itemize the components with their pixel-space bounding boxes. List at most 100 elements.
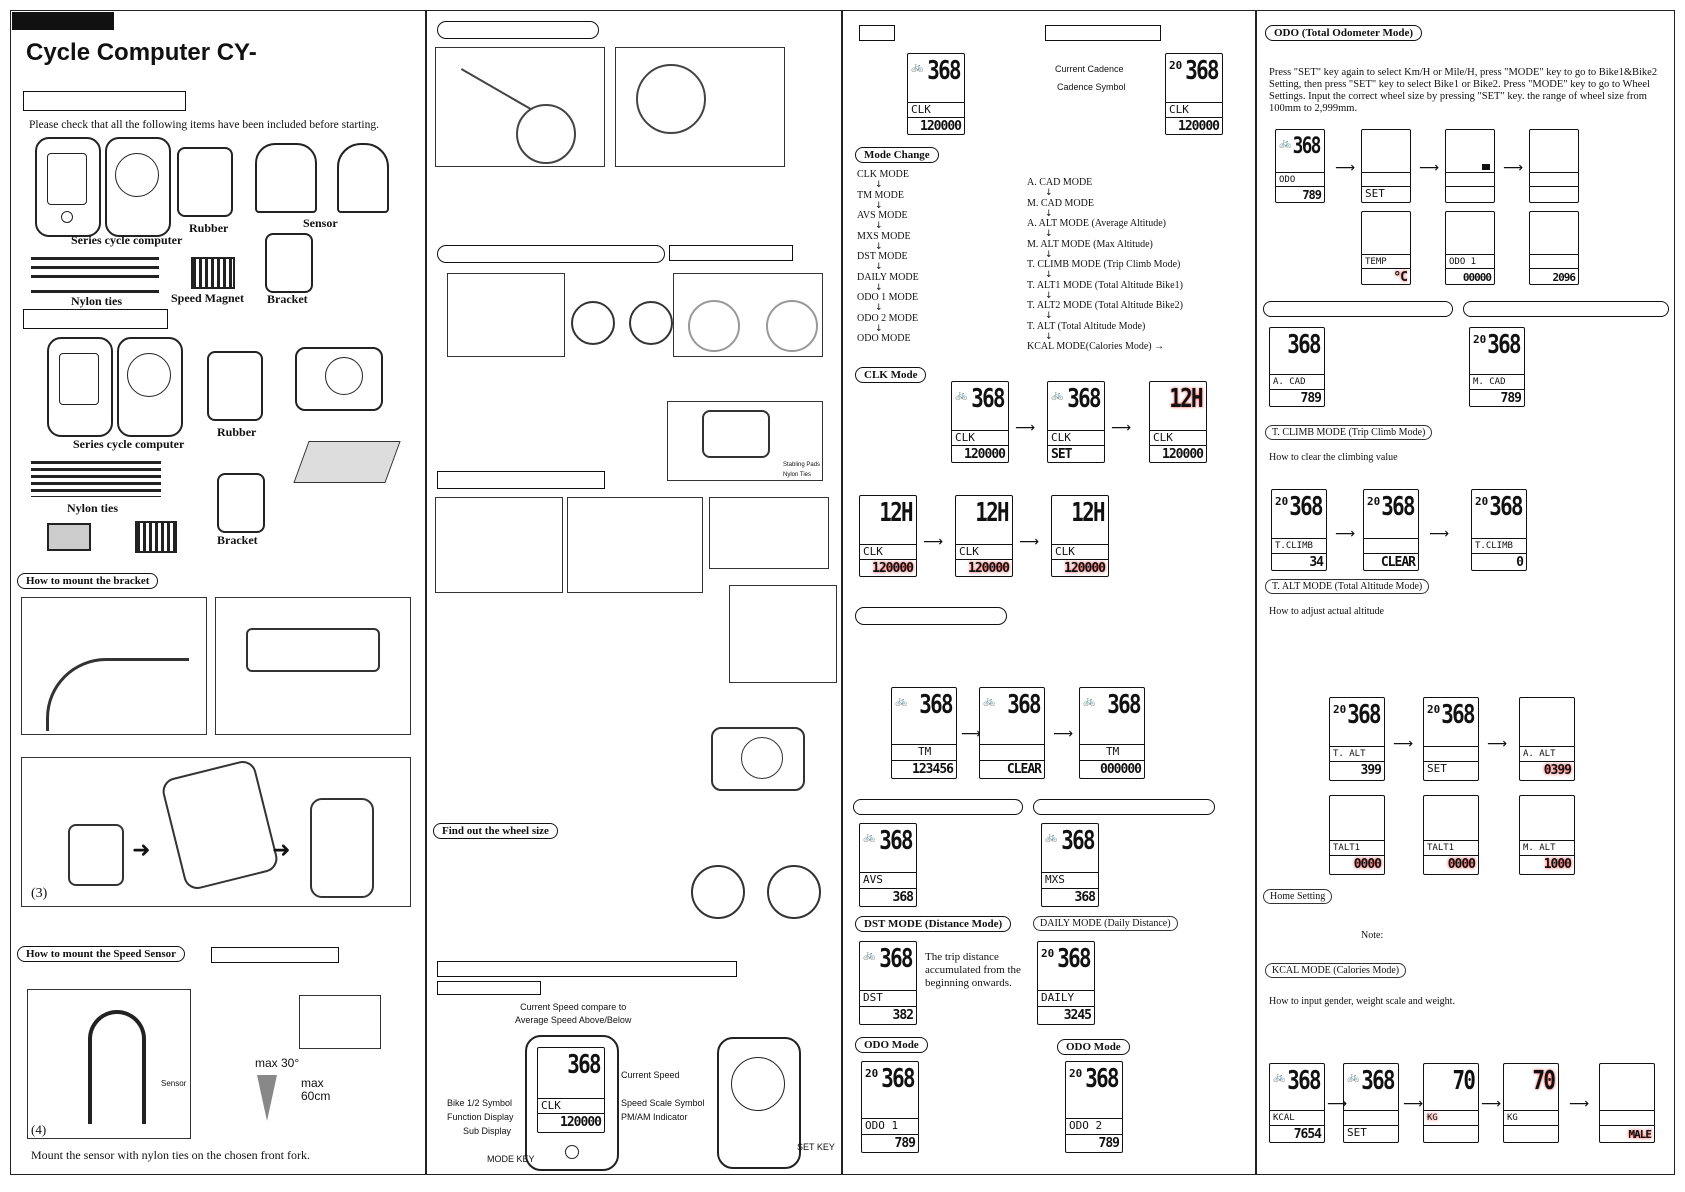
mount-bracket-fig-3: ➜ ➜ [21,757,411,907]
talt-title: T. ALT MODE (Total Altitude Mode) [1265,579,1430,594]
current-speed-label: Current Speed [621,1070,680,1080]
bike-detail-fig [299,995,381,1049]
fork-fig-3 [709,497,829,569]
bike-img-2 [571,273,673,345]
header-black-tab [12,12,114,30]
modes-right-item: M. CAD MODE [1027,197,1094,209]
cadence-symbol-label: Cadence Symbol [1057,82,1126,92]
note-text: Note: [1361,930,1384,941]
tclimb-text: How to clear the climbing value [1269,452,1398,463]
modes-right-item: A. CAD MODE [1027,177,1093,188]
modes-right-item: M. ALT MODE (Max Altitude) [1027,238,1153,250]
fork-fig-1 [435,497,563,593]
lcd-intro: 🚲368 CLK 120000 [907,53,965,135]
fork-fig-4 [729,585,837,683]
modes-left-item: CLK MODE [857,169,909,180]
arrow-talt-2: ⟶ [1487,736,1508,752]
bike-fig-1 [435,47,605,167]
dst-text: The trip distance accumulated from the b… [925,951,1021,989]
mcad-title [1463,301,1669,317]
arrow-talt-1: ⟶ [1393,736,1414,752]
sensor-label: Sensor [303,216,338,230]
magnet-label-1: Speed Magnet [171,291,244,305]
nylon-ties-img-1 [31,257,159,293]
angle-wedge [257,1075,277,1121]
modes-left-item: DAILY MODE [857,271,919,283]
stab-pads-label: Stabling Pads [783,462,821,468]
bracket-img-2 [217,473,265,533]
arrow-kcal-3: ⟶ [1481,1096,1502,1112]
pm-am-label: PM/AM Indicator [621,1112,688,1122]
arrow-kcal-4: ⟶ [1569,1096,1590,1112]
mount-sensor-fig [27,989,191,1139]
modes-left-item: AVS MODE [857,210,908,221]
down-arrow-icon: ↓ [875,323,883,334]
down-arrow-icon: ↓ [875,180,883,190]
bike-fig-2 [447,273,565,357]
function-display-label: Function Display [447,1112,514,1122]
arrow-tclimb-1: ⟶ [1335,526,1356,542]
device-back [717,1037,801,1169]
odo-text: Press "SET" key again to select Km/H or … [1269,67,1658,114]
sensor-img-2 [337,143,389,213]
nylon-ties-label: Nylon Ties [783,472,812,478]
modes-left-item: DST MODE [857,251,908,262]
column-2: Stabling Pads Nylon Ties Find out the wh… [426,10,842,1175]
computer-label-2: Series cycle computer [73,437,185,451]
set-key-label[interactable]: SET KEY [797,1142,835,1152]
column-4: ODO (Total Odometer Mode) Press "SET" ke… [1256,10,1675,1175]
bracket-label-2: Bracket [217,533,258,547]
mode-key-button[interactable] [565,1145,579,1159]
sensor-img-1 [255,143,317,213]
column-1: Cycle Computer CY- Please check that all… [10,10,426,1175]
computer-front-1 [35,137,101,237]
sensor-closeup-fig [615,47,785,167]
arrow-clk-2: ⟶ [1111,420,1132,436]
modes-right-item: T. CLIMB MODE (Trip Climb Mode) [1027,259,1181,270]
col2-diagram-title [437,961,737,977]
bracket-label-1: Bracket [267,292,308,306]
device-lcd: 368 CLK 120000 [537,1047,605,1133]
max-angle: max 30° [255,1056,300,1070]
arrow-clk-1: ⟶ [1015,420,1036,436]
down-arrow-icon: ↓ [875,303,883,313]
col2-diagram-subtitle [437,981,541,995]
col2-title-2 [437,245,665,263]
column-3: 🚲368 CLK 120000 Current Cadence Cadence … [842,10,1256,1175]
down-arrow-icon: ↓ [1045,311,1053,321]
bike-fig-3 [673,273,823,357]
max-dist: max 60cm [301,1076,331,1103]
lcd-odo-3 [1445,129,1495,203]
arrow-kcal-1: ⟶ [1327,1096,1348,1112]
down-arrow-icon: ↓ [1045,249,1053,260]
mount-side-img [711,727,805,791]
speed-compare-label: Current Speed compare to Average Speed A… [515,1002,632,1025]
home-setting-title: Home Setting [1263,889,1333,904]
down-arrow-icon: ↓ [1045,270,1053,280]
section-header-box-1 [23,91,186,111]
down-arrow-icon: ↓ [875,282,883,293]
col2-title-box [669,245,793,261]
modes-right-item: A. ALT MODE (Average Altitude) [1027,218,1166,229]
arrow-odo-2: ⟶ [1419,160,1440,176]
bike-symbol-label: Bike 1/2 Symbol [447,1098,513,1108]
tm-mode-title [855,607,1007,625]
modes-right-item: T. ALT2 MODE (Total Altitude Bike2) [1027,300,1183,311]
mxs-mode-title [1033,799,1215,815]
mount-bracket-fig-2 [215,597,411,735]
col3-title-b [1045,25,1161,41]
modes-left-item: MXS MODE [857,230,911,242]
step-4: (4) [31,1122,47,1137]
page-title: Cycle Computer CY- [26,39,257,66]
